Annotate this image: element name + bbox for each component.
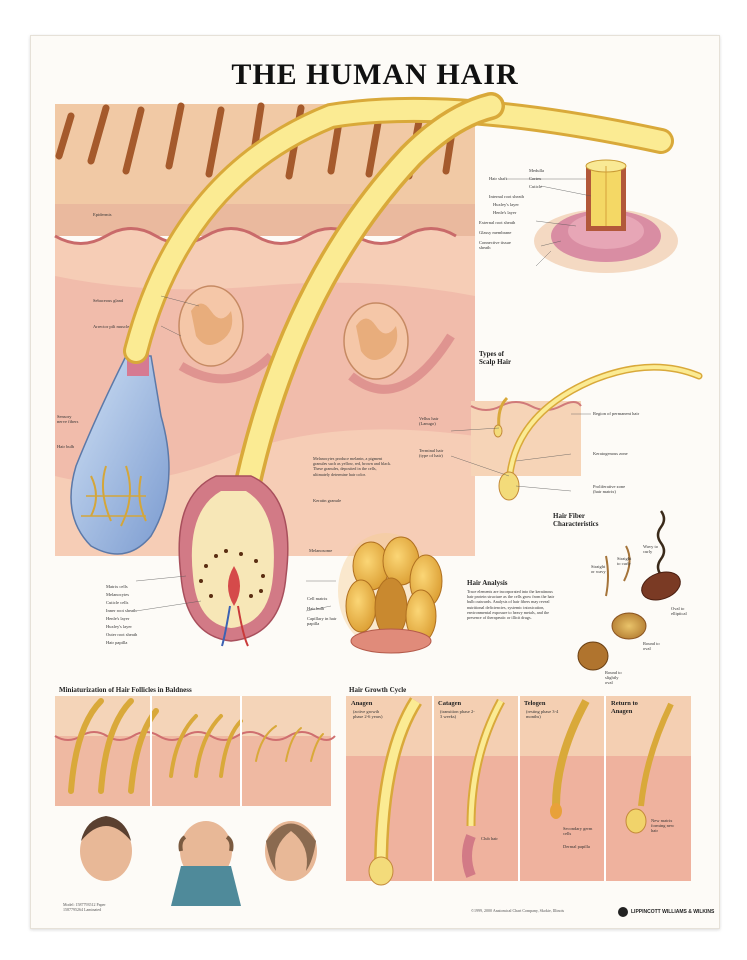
stage-catagen-sub: (transition phase 2-3 weeks) — [440, 709, 475, 719]
analysis-text: Trace elements are incorporated into the… — [467, 589, 555, 621]
label-cuticle: Cuticle — [529, 184, 542, 189]
label-keratogenous: Keratogenous zone — [593, 451, 628, 456]
stage-anagen-sub: (active growth phase 2-6 years) — [353, 709, 383, 719]
label-keratin-granule: Keratin granule — [313, 498, 342, 503]
label-huxleys-layer: Huxley's layer — [493, 202, 519, 207]
stage-telogen-sub: (resting phase 3-4 months) — [526, 709, 559, 719]
growth-cycle-panels — [346, 696, 691, 886]
label-internal-root-sheath: Internal root sheath — [489, 194, 524, 199]
label-cortex: Cortex — [529, 176, 542, 181]
label-dermal-papilla: Dermal papilla — [563, 844, 590, 849]
types-heading-line-1: Types of — [479, 350, 504, 358]
label-inner-root-sheath: Inner root sheath — [106, 608, 137, 613]
hair-cross-section — [534, 159, 678, 273]
label-external-root-sheath: External root sheath — [479, 220, 516, 225]
poster: THE HUMAN HAIR — [30, 35, 720, 929]
footer-brand: LIPPINCOTT WILLIAMS & WILKINS — [631, 909, 715, 915]
label-sensory-nerve: Sensory nerve fibers — [57, 414, 79, 424]
stage-anagen-title: Anagen — [351, 700, 373, 707]
label-round-slightly-oval: Round to slightly oval — [605, 670, 622, 685]
label-new-matrix: New matrix forming new hair — [651, 818, 675, 833]
footer-copyright: ©1999, 2000 Anatomical Chart Company, Sk… — [471, 908, 565, 913]
types-of-scalp-hair-diagram — [470, 363, 703, 501]
label-capillary: Capillary in hair papilla — [307, 616, 337, 626]
types-heading-line-2: Scalp Hair — [479, 358, 512, 366]
stage-return-title: Return to — [611, 700, 638, 707]
baldness-heads — [80, 816, 317, 906]
analysis-heading: Hair Analysis — [467, 579, 508, 587]
miniaturization-panel — [54, 696, 336, 806]
main-hair-bulb — [178, 475, 289, 647]
fiber-heading-line-2: Characteristics — [553, 520, 599, 528]
stage-catagen-title: Catagen — [438, 700, 462, 707]
label-round-oval: Round to oval — [643, 641, 660, 651]
label-cuticle-cells: Cuticle cells — [106, 600, 129, 605]
label-hair-bulb: Hair bulb — [57, 444, 75, 449]
poster-title: THE HUMAN HAIR — [231, 58, 519, 91]
label-glassy-membrane: Glassy membrane — [479, 230, 512, 235]
stage-telogen-title: Telogen — [524, 700, 546, 707]
label-huxleys-layer-2: Huxley's layer — [106, 624, 132, 629]
label-matrix-cells: Matrix cells — [106, 584, 128, 589]
brand-logo-icon — [618, 907, 628, 917]
growth-cycle-heading: Hair Growth Cycle — [349, 686, 407, 694]
label-arrector-pili: Arrector pili muscle — [93, 324, 130, 329]
label-hair-papilla: Hair papilla — [106, 640, 128, 645]
label-henles-layer-2: Henle's layer — [106, 616, 130, 621]
label-region-pigmented: Region of permanent hair — [593, 411, 640, 416]
label-hair-bulb-2: Hair bulb — [307, 606, 325, 611]
label-proliferative: Proliferative zone (hair matrix) — [593, 484, 626, 494]
label-wavy-curly: Wavy to curly — [643, 544, 659, 554]
label-secondary-germ: Secondary germ cells — [563, 826, 593, 836]
melanocyte-note: Melanocytes produce melanin, a pigment g… — [313, 456, 392, 477]
label-straight-curly: Straight to curly — [617, 556, 632, 566]
illustration-canvas — [54, 92, 703, 917]
label-melanosome: Melanosome — [309, 548, 333, 553]
fiber-heading-line-1: Hair Fiber — [553, 512, 585, 520]
label-oval-elliptical: Oval to elliptical — [671, 606, 687, 616]
label-medulla: Medulla — [529, 168, 544, 173]
label-club-hair: Club hair — [481, 836, 498, 841]
footer-model: Model: 1587793512 Paper 1587795264 Lamin… — [63, 902, 106, 912]
label-vellus: Vellus hair (Lanugo) — [419, 416, 439, 426]
stage-return-title-2: Anagen — [611, 708, 633, 715]
label-straight-wavy: Straight or wavy — [591, 564, 606, 574]
label-epidermis: Epidermis — [93, 212, 112, 217]
hair-fiber-diagram — [577, 510, 681, 671]
melanocyte-cluster — [338, 533, 443, 654]
label-hair-shaft: Hair shaft — [489, 176, 507, 181]
label-connective-tissue-sheath: Connective tissue sheath — [479, 240, 511, 250]
label-outer-root-sheath: Outer root sheath — [106, 632, 138, 637]
miniaturization-heading: Miniaturization of Hair Follicles in Bal… — [59, 686, 192, 694]
label-henles-layer: Henle's layer — [493, 210, 517, 215]
label-cell-matrix: Cell matrix — [307, 596, 328, 601]
label-terminal: Terminal hair (type of hair) — [419, 448, 444, 458]
label-sebaceous-gland: Sebaceous gland — [93, 298, 124, 303]
label-melanocytes: Melanocytes — [106, 592, 129, 597]
